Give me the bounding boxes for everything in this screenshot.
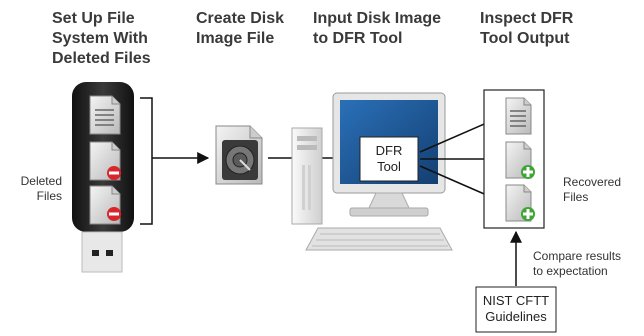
- recovered-file-icon: [505, 141, 535, 179]
- disk-image-icon: [215, 125, 263, 185]
- dfr-tool-box: [359, 136, 419, 182]
- step-4-heading: Inspect DFR Tool Output: [480, 10, 574, 47]
- document-icon: [89, 95, 121, 135]
- step-3-heading: Input Disk Image to DFR Tool: [313, 10, 442, 47]
- deleted-files-label: Deleted Files: [20, 174, 62, 203]
- deleted-file-icon: [89, 185, 121, 225]
- document-icon: [505, 97, 532, 135]
- recovered-files-label: Recovered Files: [563, 175, 622, 204]
- compare-label: Compare results to expectation: [533, 249, 622, 278]
- step-2-heading: Create Disk Image File: [196, 10, 285, 47]
- guidelines-box: [475, 286, 557, 333]
- guidelines-label: NIST CFTT Guidelines: [482, 293, 550, 324]
- bracket: [140, 97, 153, 225]
- step-1-heading: Set Up File System With Deleted Files: [52, 10, 151, 67]
- deleted-file-icon: [89, 141, 121, 181]
- dfr-tool-label: DFR Tool: [375, 143, 403, 174]
- recovered-file-icon: [505, 184, 535, 222]
